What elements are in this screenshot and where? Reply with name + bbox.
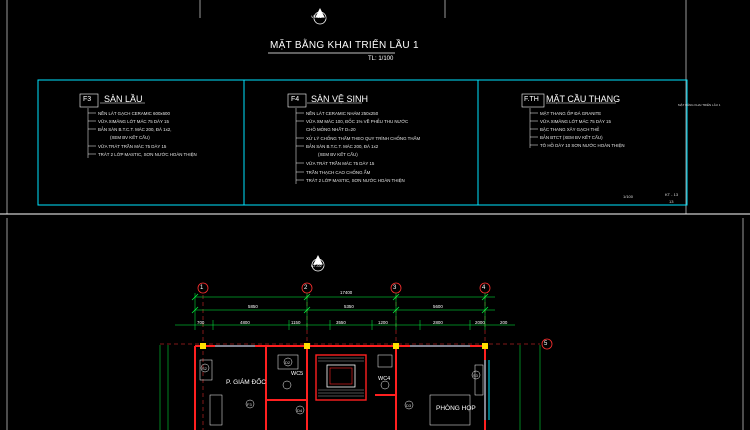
tag-label: D3 — [406, 403, 412, 408]
drawing-title: MẶT BẰNG KHAI TRIỂN LẦU 1 — [270, 40, 419, 51]
dimension-detail: 700 — [197, 320, 205, 325]
tag-label: D2 — [285, 360, 291, 365]
dimension-lines — [159, 293, 541, 430]
dimension-detail: 2000 — [475, 320, 485, 325]
legend-code-f4: F4 — [291, 96, 300, 103]
dimension-detail: 2800 — [433, 320, 443, 325]
tag-bubbles — [200, 357, 481, 415]
legend-item: TRẦN THẠCH CAO CHỐNG ẨM — [306, 170, 371, 175]
drawing-scale: TL: 1/100 — [368, 56, 394, 62]
legend-item: (XEM BV KẾT CẤU) — [110, 135, 150, 140]
legend-frame — [37, 79, 688, 206]
tag-label: S2 — [202, 366, 207, 371]
legend-code-f3: F3 — [83, 96, 92, 103]
dimension-span: 5600 — [433, 304, 443, 309]
plan-marker-icon — [311, 255, 325, 272]
dimension-span: 5350 — [344, 304, 354, 309]
legend-item: VỮA XIMĂNG LÓT MÁC 75 DÀY 15 — [540, 119, 611, 124]
sheet-code-bottom: 13 — [669, 199, 674, 204]
grid-axis-5: 5 — [544, 341, 548, 347]
room-label-wc4: WC4 — [378, 376, 391, 382]
legend-item: MẶT THANG ỐP ĐÁ GRANITE — [540, 111, 602, 116]
windows — [215, 345, 490, 420]
legend-item: XỬ LÝ CHỐNG THẤM THEO QUY TRÌNH CHỐNG TH… — [306, 136, 421, 141]
section-marker-icon — [313, 8, 327, 25]
legend-item: TRÁT 2 LỚP MASTIC, SƠN NƯỚC HOÀN THIỆN — [98, 152, 197, 157]
legend-item: BẬC THANG XÂY GẠCH THẺ — [540, 127, 600, 132]
legend-item: NỀN LÁT CERAMIC NHÁM 250x250 — [306, 111, 379, 116]
grid-axis-3: 3 — [393, 285, 397, 291]
legend-item: TRÁT 2 LỚP MASTIC, SƠN NƯỚC HOÀN THIỆN — [306, 178, 405, 183]
grid-axis-1: 1 — [200, 285, 204, 291]
legend-item: VỮA TRÁT TRẦN MÁC 75 DÀY 15 — [306, 161, 375, 166]
dimension-detail: 1200 — [378, 320, 388, 325]
section-tag-label: VT-05 — [311, 14, 322, 19]
tag-label: D4 — [297, 408, 303, 413]
legend-item: BẢN SÀN B.T.C.T. MÁC 200, ĐÁ 1x2, — [98, 127, 172, 132]
dimension-detail: 200 — [500, 320, 508, 325]
dimension-overall: 17400 — [340, 290, 353, 295]
room-label-phong-hop: PHÒNG HỌP — [436, 405, 476, 412]
sheet-side-label: MẶT BẰNG KHAI TRIỂN LẦU 1 — [678, 103, 721, 107]
legend-title-san-lau: SÀN LẦU — [104, 94, 143, 104]
grid-axis-2: 2 — [304, 285, 308, 291]
legend-item: TÔ HỒ DÀY 10 SƠN NƯỚC HOÀN THIỆN — [540, 143, 625, 148]
dimension-detail: 4800 — [240, 320, 250, 325]
legend-item: BẢN BTCT (XEM BV KẾT CẤU) — [540, 135, 603, 140]
fixtures — [199, 354, 484, 426]
tag-label: S3 — [473, 373, 478, 378]
tag-label: F3 — [247, 402, 252, 407]
dimension-ticks — [191, 293, 489, 314]
plan-tag-label: KT-02 — [311, 263, 322, 268]
legend-item: BẢN SÀN B.T.C.T. MÁC 200, ĐÁ 1x2 — [306, 144, 379, 149]
sheet-code-top: KT - 13 — [665, 192, 679, 197]
stair-core — [315, 354, 367, 401]
legend-item: VỮA TRÁT TRẦN MÁC 75 DÀY 15 — [98, 144, 167, 149]
legend-item: (XEM BV KẾT CẤU) — [318, 152, 358, 157]
room-label-wc5: WC5 — [291, 371, 304, 377]
dimension-detail: 1150 — [291, 320, 301, 325]
grid-axis-4: 4 — [482, 285, 486, 291]
legend-leaders — [87, 108, 538, 184]
room-label-giam-doc: P. GIÁM ĐỐC — [226, 379, 266, 386]
legend-item: NỀN LÁT GẠCH CERAMIC 600x600 — [98, 111, 170, 116]
legend-code-fth: F.TH — [524, 96, 539, 103]
legend-title-san-ve-sinh: SÀN VỆ SINH — [311, 94, 369, 104]
dimension-detail: 3550 — [336, 320, 346, 325]
dimension-span: 5850 — [248, 304, 258, 309]
legend-title-mat-cau-thang: MẶT CẦU THANG — [546, 94, 621, 104]
legend-item: VỮA XIMĂNG LÓT MÁC 75 DÀY 15 — [98, 119, 169, 124]
grid-bubbles — [197, 282, 553, 350]
walls — [194, 345, 486, 430]
grid-lines — [160, 295, 540, 430]
columns — [200, 343, 488, 349]
stair-treads — [318, 357, 364, 397]
legend-item: VỮA XM MÁC 100, ĐỐC 1% VỀ PHỄU THU NƯỚC — [306, 119, 409, 124]
sheet-scale: 1/100 — [623, 194, 634, 199]
legend-item: CHỖ MỎNG NHẤT D=20 — [306, 127, 356, 132]
